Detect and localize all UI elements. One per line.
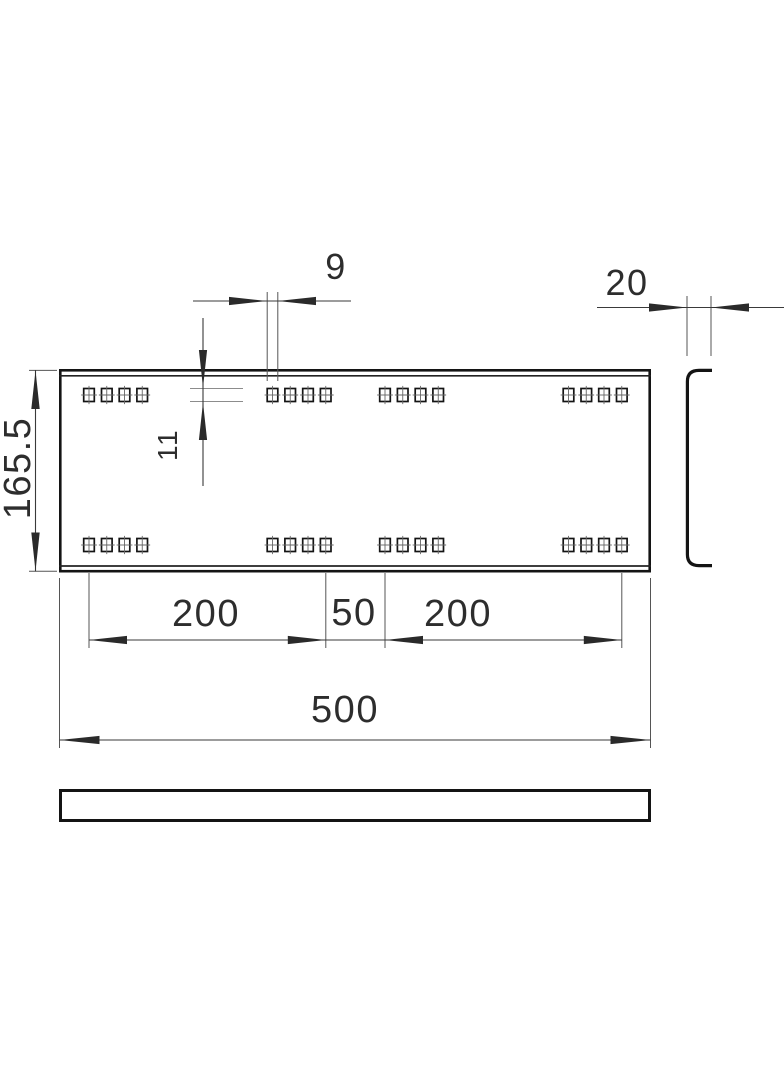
dim-plate-height bbox=[29, 369, 57, 572]
dim-hole-height bbox=[190, 318, 243, 486]
arrowhead bbox=[89, 635, 127, 645]
label-plate-height: 165.5 bbox=[0, 416, 39, 520]
dim-hole-width bbox=[193, 292, 351, 381]
dimension-linework bbox=[29, 292, 784, 748]
arrowhead bbox=[649, 303, 687, 312]
label-span-right: 200 bbox=[424, 593, 492, 635]
dim-hole-spacing-chain bbox=[88, 573, 623, 648]
arrowhead bbox=[610, 735, 651, 745]
arrowhead bbox=[198, 402, 208, 440]
plate-top-view bbox=[58, 368, 652, 573]
profile-side-view bbox=[685, 368, 712, 568]
arrowhead bbox=[31, 532, 40, 571]
label-span-center: 50 bbox=[331, 592, 377, 634]
arrowhead bbox=[287, 635, 326, 645]
arrowhead bbox=[198, 350, 208, 388]
arrowhead bbox=[31, 370, 40, 409]
arrowhead bbox=[59, 735, 100, 745]
arrowhead bbox=[385, 635, 423, 645]
arrowhead bbox=[583, 635, 622, 645]
label-hole-width: 9 bbox=[325, 246, 347, 287]
plate-outline bbox=[58, 368, 652, 573]
label-flange-width: 20 bbox=[605, 262, 649, 303]
label-span-left: 200 bbox=[172, 593, 240, 635]
dim-flange-width bbox=[597, 296, 784, 356]
hole-pattern bbox=[81, 385, 630, 555]
label-hole-height: 11 bbox=[152, 428, 183, 462]
dim-total-length bbox=[59, 578, 651, 748]
arrowhead bbox=[711, 303, 749, 312]
arrowhead bbox=[277, 296, 316, 306]
profile-outline bbox=[685, 368, 712, 568]
cover-side-outline bbox=[59, 789, 651, 822]
arrowhead bbox=[229, 296, 268, 306]
cover-side-view bbox=[59, 789, 651, 822]
label-total-length: 500 bbox=[311, 689, 379, 731]
